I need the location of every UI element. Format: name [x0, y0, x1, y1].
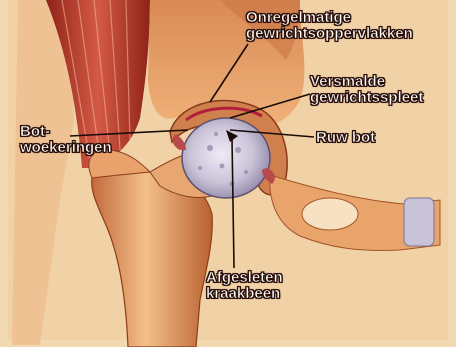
label-rough-bone: Ruw bot: [316, 130, 375, 146]
label-worn-cartilage: Afgesleten kraakbeen: [206, 270, 283, 302]
label-narrowed-joint-space: Versmalde gewrichtsspleet: [310, 74, 423, 106]
pubic-symphysis: [404, 198, 434, 246]
label-bone-spurs: Bot- woekeringen: [20, 124, 112, 156]
obturator-foramen: [302, 198, 358, 230]
label-irregular-surfaces: Onregelmatige gewrichtsoppervlakken: [246, 10, 413, 42]
